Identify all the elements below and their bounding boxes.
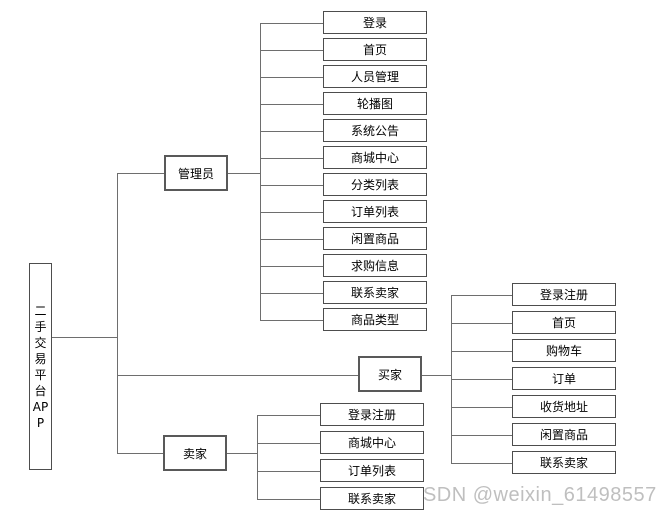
- spine-leaf-connector: [260, 131, 323, 132]
- trunk-branch-connector: [117, 453, 163, 454]
- spine-leaf-connector: [451, 407, 512, 408]
- spine-leaf-connector: [260, 158, 323, 159]
- leaf-label: 联系卖家: [347, 492, 396, 506]
- leaf-label: 求购信息: [350, 259, 399, 273]
- root-label-line: AP: [32, 399, 49, 414]
- leaf-label: 首页: [551, 316, 576, 330]
- leaf-buyer-6: 联系卖家: [512, 451, 616, 474]
- spine-leaf-connector: [257, 471, 320, 472]
- leaf-label: 收货地址: [539, 400, 588, 414]
- root-label-line: 交: [34, 335, 47, 350]
- branch-label: 买家: [377, 367, 402, 382]
- leaf-admin-5: 商城中心: [323, 146, 427, 169]
- leaf-label: 登录注册: [539, 288, 588, 302]
- leaf-label: 订单列表: [350, 205, 399, 219]
- spine-line: [257, 415, 258, 499]
- leaf-label: 登录: [362, 16, 387, 30]
- root-trunk-connector: [52, 337, 117, 338]
- leaf-buyer-1: 首页: [512, 311, 616, 334]
- leaf-seller-3: 联系卖家: [320, 487, 424, 510]
- leaf-seller-1: 商城中心: [320, 431, 424, 454]
- leaf-label: 首页: [362, 43, 387, 57]
- spine-leaf-connector: [257, 443, 320, 444]
- spine-leaf-connector: [260, 77, 323, 78]
- spine-leaf-connector: [260, 104, 323, 105]
- leaf-label: 订单列表: [347, 464, 396, 478]
- leaf-buyer-0: 登录注册: [512, 283, 616, 306]
- leaf-admin-1: 首页: [323, 38, 427, 61]
- root-label-line: 台: [34, 383, 47, 398]
- leaf-buyer-2: 购物车: [512, 339, 616, 362]
- branch-spine-connector: [422, 375, 451, 376]
- leaf-admin-2: 人员管理: [323, 65, 427, 88]
- spine-leaf-connector: [260, 212, 323, 213]
- leaf-admin-10: 联系卖家: [323, 281, 427, 304]
- branch-seller: 卖家: [163, 435, 227, 471]
- root-label-line: 易: [34, 351, 47, 366]
- spine-leaf-connector: [451, 463, 512, 464]
- branch-admin: 管理员: [164, 155, 228, 191]
- spine-leaf-connector: [257, 499, 320, 500]
- trunk-line: [117, 173, 118, 453]
- leaf-label: 闲置商品: [539, 428, 588, 442]
- leaf-buyer-4: 收货地址: [512, 395, 616, 418]
- trunk-branch-connector: [117, 173, 164, 174]
- spine-leaf-connector: [260, 239, 323, 240]
- leaf-label: 商城中心: [347, 436, 396, 450]
- spine-leaf-connector: [451, 323, 512, 324]
- leaf-label: 轮播图: [356, 97, 393, 111]
- branch-spine-connector: [228, 173, 260, 174]
- leaf-admin-6: 分类列表: [323, 173, 427, 196]
- leaf-label: 联系卖家: [350, 286, 399, 300]
- leaf-label: 系统公告: [350, 124, 399, 138]
- spine-leaf-connector: [451, 435, 512, 436]
- spine-leaf-connector: [260, 293, 323, 294]
- watermark-text: CSDN @weixin_61498557: [408, 484, 657, 506]
- leaf-label: 登录注册: [347, 408, 396, 422]
- leaf-label: 人员管理: [350, 70, 399, 84]
- leaf-label: 分类列表: [350, 178, 399, 192]
- spine-leaf-connector: [260, 320, 323, 321]
- trunk-branch-connector: [117, 375, 358, 376]
- spine-leaf-connector: [451, 295, 512, 296]
- spine-leaf-connector: [260, 185, 323, 186]
- spine-leaf-connector: [260, 266, 323, 267]
- leaf-admin-3: 轮播图: [323, 92, 427, 115]
- spine-leaf-connector: [257, 415, 320, 416]
- root-label-line: 手: [34, 319, 47, 334]
- leaf-seller-2: 订单列表: [320, 459, 424, 482]
- leaf-admin-0: 登录: [323, 11, 427, 34]
- root-label-line: 平: [34, 367, 47, 382]
- spine-leaf-connector: [260, 50, 323, 51]
- spine-line: [451, 295, 452, 463]
- leaf-label: 商城中心: [350, 151, 399, 165]
- spine-leaf-connector: [451, 351, 512, 352]
- spine-line: [260, 23, 261, 320]
- leaf-label: 订单: [551, 372, 576, 386]
- branch-buyer: 买家: [358, 356, 422, 392]
- leaf-buyer-3: 订单: [512, 367, 616, 390]
- branch-label: 管理员: [177, 166, 214, 181]
- leaf-seller-0: 登录注册: [320, 403, 424, 426]
- leaf-admin-8: 闲置商品: [323, 227, 427, 250]
- leaf-buyer-5: 闲置商品: [512, 423, 616, 446]
- branch-label: 卖家: [182, 446, 207, 461]
- root-label-line: 二: [34, 303, 47, 318]
- spine-leaf-connector: [260, 23, 323, 24]
- spine-leaf-connector: [451, 379, 512, 380]
- branch-spine-connector: [227, 453, 257, 454]
- leaf-label: 闲置商品: [350, 232, 399, 246]
- leaf-label: 商品类型: [350, 313, 399, 327]
- leaf-admin-4: 系统公告: [323, 119, 427, 142]
- leaf-label: 购物车: [545, 344, 582, 358]
- leaf-admin-9: 求购信息: [323, 254, 427, 277]
- leaf-label: 联系卖家: [539, 456, 588, 470]
- leaf-admin-11: 商品类型: [323, 308, 427, 331]
- root-label-line: P: [36, 415, 45, 430]
- leaf-admin-7: 订单列表: [323, 200, 427, 223]
